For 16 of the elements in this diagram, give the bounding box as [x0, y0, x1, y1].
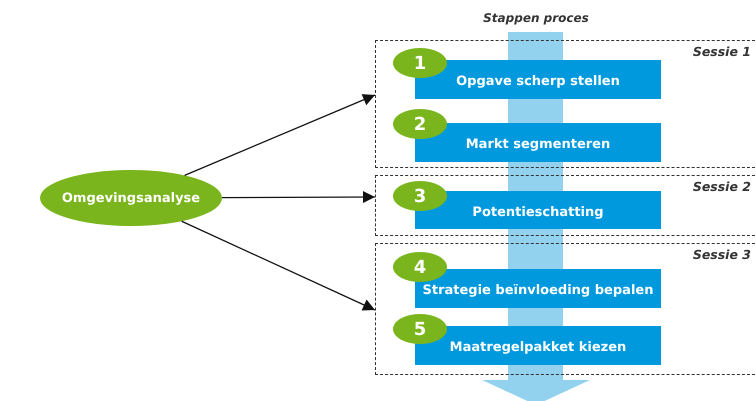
step-number: 2	[393, 109, 447, 139]
step-number: 3	[393, 181, 447, 211]
session-label: Sessie 3	[692, 247, 751, 262]
process-heading: Stappen proces	[482, 11, 590, 25]
arrow	[184, 94, 376, 176]
session-label: Sessie 2	[692, 179, 751, 194]
session-frame	[375, 40, 756, 168]
session-frame	[375, 243, 756, 375]
session-frame	[375, 175, 756, 236]
step-number: 4	[393, 252, 447, 282]
step-number: 5	[393, 314, 447, 344]
analysis-ellipse: Omgevingsanalyse	[40, 170, 222, 226]
session-label: Sessie 1	[692, 44, 751, 59]
arrow	[181, 220, 376, 311]
step-number: 1	[393, 48, 447, 78]
arrow	[222, 191, 375, 204]
